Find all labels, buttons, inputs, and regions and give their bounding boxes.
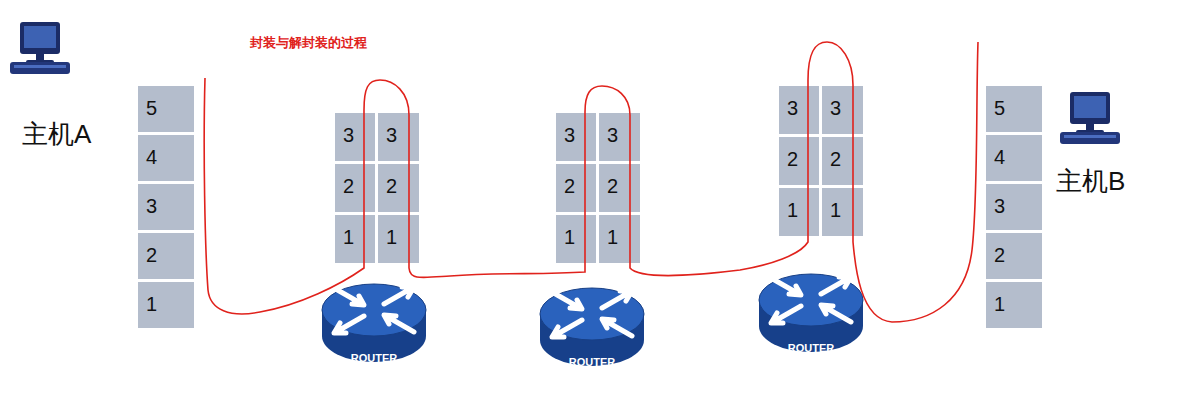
layer-number: 3 [378,113,419,147]
layer-number: 1 [138,282,194,316]
layer-number: 3 [599,113,640,147]
router-icon [540,288,644,366]
host-label: 主机A [22,120,91,150]
layer-cell: 2 [821,136,864,186]
layer-number: 2 [986,233,1042,267]
layer-number: 2 [556,164,596,198]
layer-number: 2 [138,233,194,267]
layer-cell: 1 [555,214,597,264]
host-label: 主机B [1056,167,1125,197]
layer-cell: 2 [334,163,376,213]
layer-cell: 2 [598,163,641,213]
layer-number: 3 [822,86,863,120]
layer-cell: 2 [555,163,597,213]
layer-cell: 3 [778,85,820,135]
layer-cell: 4 [137,134,195,182]
layer-number: 3 [779,86,819,120]
router-icon [322,284,426,362]
router-icon [759,274,863,352]
layer-cell: 3 [985,183,1043,231]
layer-number: 3 [986,184,1042,218]
router-label: ROUTER [351,352,397,365]
layer-cell: 1 [377,214,420,264]
layer-cell: 1 [821,187,864,237]
diagram-title: 封装与解封装的过程 [250,36,367,51]
layer-cell: 2 [778,136,820,186]
layer-number: 3 [556,113,596,147]
layer-number: 4 [986,135,1042,169]
layer-number: 1 [599,215,640,249]
layer-number: 1 [378,215,419,249]
layer-cell: 2 [985,232,1043,280]
layer-cell: 3 [821,85,864,135]
encapsulation-path [204,42,978,322]
layer-cell: 3 [137,183,195,231]
layer-number: 1 [335,215,375,249]
layer-number: 2 [822,137,863,171]
layer-cell: 2 [377,163,420,213]
router-label: ROUTER [788,342,834,355]
layer-cell: 1 [137,281,195,329]
layer-number: 1 [822,188,863,222]
layer-cell: 3 [598,112,641,162]
layer-number: 5 [986,86,1042,120]
layer-cell: 5 [985,85,1043,133]
layer-number: 2 [378,164,419,198]
layer-number: 5 [138,86,194,120]
layer-number: 2 [779,137,819,171]
host-icon [1060,92,1120,144]
layer-cell: 1 [598,214,641,264]
layer-number: 1 [556,215,596,249]
layer-cell: 5 [137,85,195,133]
layer-cell: 1 [985,281,1043,329]
layer-number: 1 [779,188,819,222]
layer-number: 1 [986,282,1042,316]
layer-cell: 1 [778,187,820,237]
host-icon [10,22,70,74]
layer-number: 3 [138,184,194,218]
layer-number: 2 [599,164,640,198]
layer-number: 3 [335,113,375,147]
layer-cell: 3 [377,112,420,162]
layer-cell: 3 [334,112,376,162]
layer-cell: 1 [334,214,376,264]
layer-cell: 4 [985,134,1043,182]
layer-number: 2 [335,164,375,198]
layer-cell: 3 [555,112,597,162]
layer-number: 4 [138,135,194,169]
router-label: ROUTER [569,356,615,369]
layer-cell: 2 [137,232,195,280]
